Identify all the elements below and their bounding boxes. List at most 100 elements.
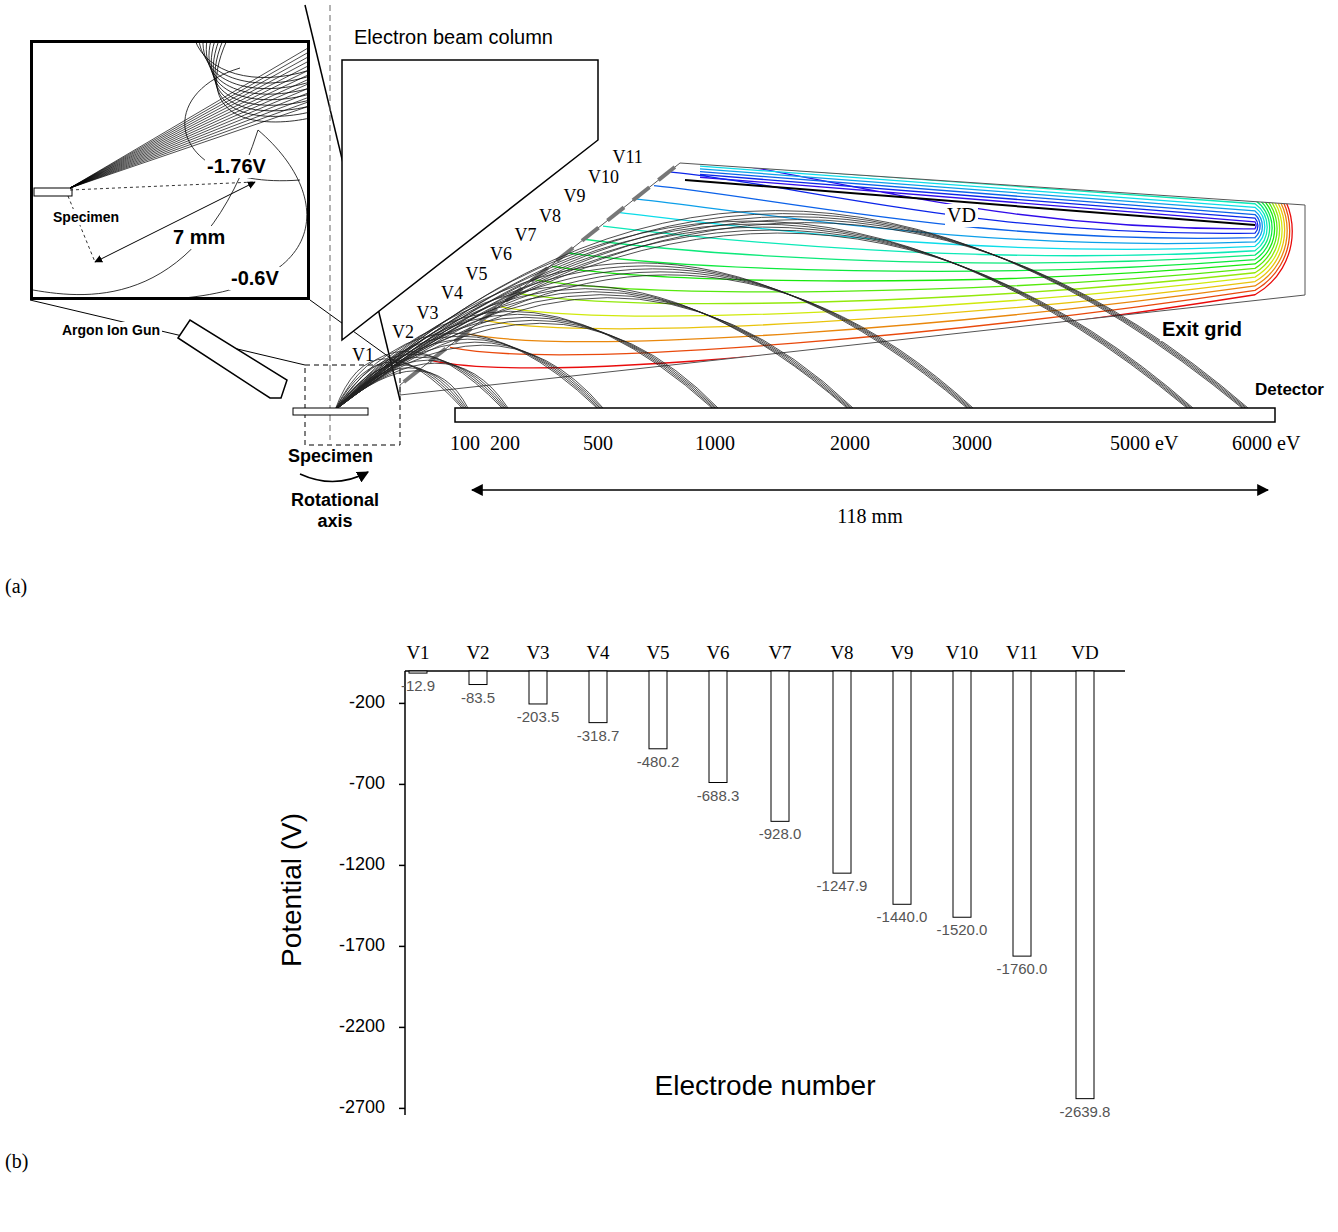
equipotential <box>484 144 1285 329</box>
node-text: 7 mm <box>171 226 227 249</box>
value-label: -688.3 <box>697 787 740 804</box>
trajectory <box>335 314 714 410</box>
dimension-label: 118 mm <box>837 505 902 528</box>
tick-label: -1200 <box>339 854 385 875</box>
equipotential <box>569 158 1272 272</box>
value-label: -928.0 <box>759 825 802 842</box>
tick-label: -1700 <box>339 935 385 956</box>
energy-label: 200 <box>490 432 520 455</box>
electrode-label: V6 <box>490 244 512 265</box>
electron-trajectories <box>335 211 1248 410</box>
axis-title: Electrode number <box>654 1070 875 1102</box>
electrode-label: V4 <box>441 283 463 304</box>
inset-trajectory <box>70 80 307 189</box>
value-label: -318.7 <box>577 727 620 744</box>
value-label: -83.5 <box>461 689 495 706</box>
part-label: Argon Ion Gun <box>60 322 162 338</box>
trajectory <box>335 223 1248 410</box>
node-text: -1.76V <box>205 155 268 178</box>
electrode-label: V8 <box>539 206 561 227</box>
electrode-label: V5 <box>466 264 488 285</box>
electrode <box>557 248 574 261</box>
trajectory <box>335 227 1190 410</box>
value-label: -12.9 <box>401 677 435 694</box>
energy-label: 6000 eV <box>1232 432 1300 455</box>
value-label: -1520.0 <box>937 921 988 938</box>
electrode <box>607 207 624 220</box>
category-label: V5 <box>646 642 669 664</box>
ion-gun <box>178 320 287 398</box>
value-label: -1760.0 <box>997 960 1048 977</box>
electrode-label: V3 <box>417 303 439 324</box>
column-box: Electron beam column <box>342 22 598 350</box>
specimen-plate <box>293 408 368 415</box>
bar <box>589 671 607 723</box>
energy-label: 500 <box>583 432 613 455</box>
part-label: Specimen <box>288 446 373 467</box>
equipotential <box>637 169 1262 244</box>
trajectory <box>335 292 850 410</box>
electrode-label: V2 <box>392 322 414 343</box>
bar <box>953 671 971 917</box>
bar <box>709 671 727 783</box>
bar <box>1076 671 1094 1099</box>
value-label: -2639.8 <box>1060 1103 1111 1120</box>
node-title: Specimen <box>51 209 121 225</box>
electrode <box>658 167 675 180</box>
y-axis <box>404 671 406 1115</box>
inset-trajectory <box>70 107 307 189</box>
inset-trajectory <box>70 75 307 188</box>
inset-trajectory <box>70 102 307 188</box>
inset-trajectory <box>70 66 307 188</box>
equipotential <box>586 160 1270 263</box>
inset-trajectory <box>70 62 307 189</box>
tick <box>399 865 405 867</box>
node-title: Electron beam column <box>354 26 553 49</box>
inset-trajectory <box>70 48 307 188</box>
inset-trajectory <box>70 89 307 189</box>
bar <box>833 671 851 873</box>
equipotential <box>603 163 1267 255</box>
panel-letter: (a) <box>5 575 27 598</box>
bar <box>893 671 911 904</box>
tick-label: -700 <box>349 773 385 794</box>
node-text: -0.6V <box>229 267 281 290</box>
category-label: V7 <box>768 642 791 664</box>
inset-contour <box>213 43 307 111</box>
optical-axis <box>330 5 331 440</box>
value-label: -203.5 <box>517 708 560 725</box>
zoom-leader <box>30 300 305 365</box>
equipotential-lines <box>433 135 1292 368</box>
bar <box>771 671 789 821</box>
part-label: Rotational axis <box>285 490 385 531</box>
equipotential <box>535 152 1277 292</box>
trajectory <box>335 233 1193 410</box>
inset-box: Specimen -1.76V 7 mm-0.6V <box>30 40 310 300</box>
electrode-label: V7 <box>515 225 537 246</box>
bar <box>529 671 547 704</box>
category-label: VD <box>1071 642 1098 664</box>
trajectory <box>335 289 849 410</box>
tick-label: -2200 <box>339 1016 385 1037</box>
value-label: -1440.0 <box>877 908 928 925</box>
category-label: V9 <box>890 642 913 664</box>
value-label: -1247.9 <box>817 877 868 894</box>
inset-specimen <box>34 188 72 196</box>
equipotential <box>433 135 1292 368</box>
category-label: V3 <box>526 642 549 664</box>
energy-label: 5000 eV <box>1110 432 1178 455</box>
inset-contour <box>140 130 307 297</box>
electrode-label: VD <box>945 204 978 227</box>
bar <box>469 671 487 685</box>
bar <box>649 671 667 749</box>
energy-label: 2000 <box>830 432 870 455</box>
trajectory <box>335 217 1245 410</box>
trajectory <box>335 357 505 410</box>
energy-label: 100 <box>450 432 480 455</box>
trajectory <box>335 269 970 410</box>
panel-letter: (b) <box>5 1150 28 1173</box>
electrode-label: V9 <box>564 186 586 207</box>
electrode-label: V10 <box>588 167 619 188</box>
axis-title: Potential (V) <box>276 813 308 967</box>
